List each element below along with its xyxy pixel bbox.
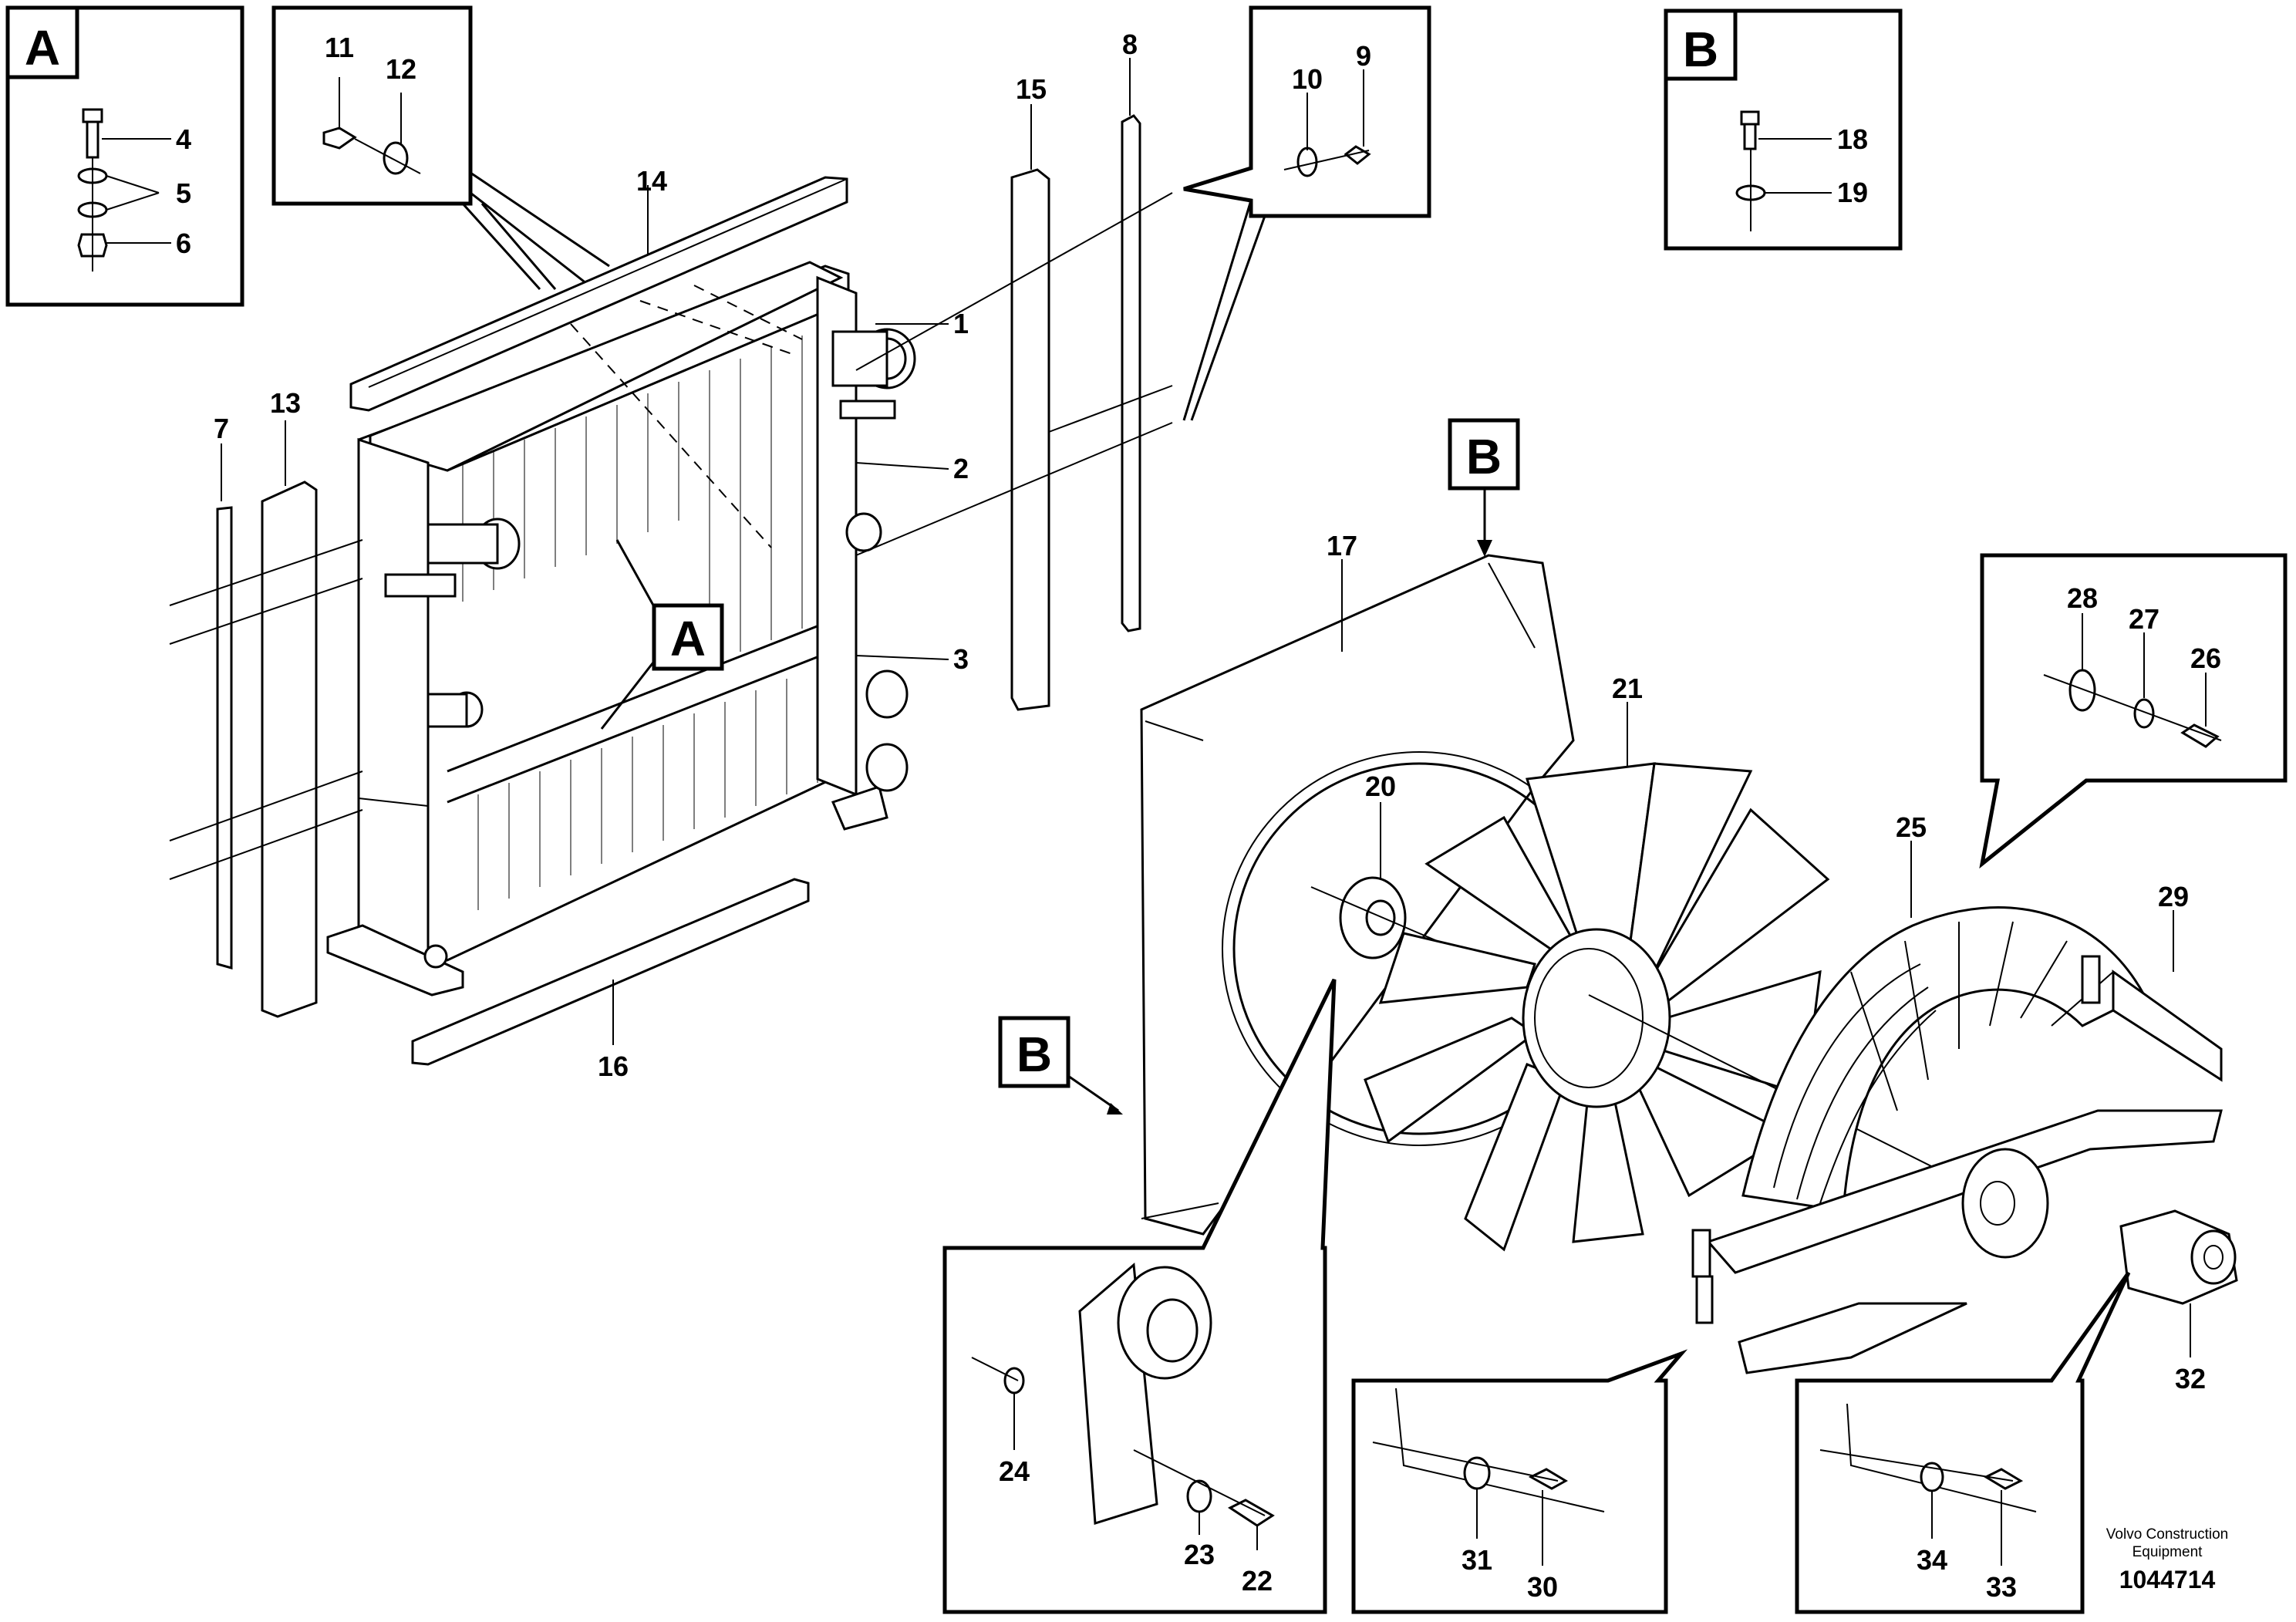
part-label-14: 14 [636, 165, 667, 197]
top-rail [349, 176, 848, 412]
fan-guard: 25 [1741, 811, 2146, 1212]
part-label-32: 32 [2175, 1363, 2206, 1394]
part-label-4: 4 [176, 123, 191, 155]
bolt-icon [1740, 110, 1760, 150]
part-label-34: 34 [1917, 1544, 1947, 1576]
detail-box-hub-bolts: 24 23 22 [942, 978, 1337, 1614]
bottom-rail [411, 878, 810, 1066]
detail-box-frame-bolts: 31 30 [1351, 1349, 1688, 1614]
bolt-icon [82, 108, 103, 159]
callout-b-left-letter: B [1017, 1027, 1052, 1082]
part-label-27: 27 [2129, 603, 2159, 635]
detail-box-motor-bolts: 34 33 [1795, 1271, 2131, 1614]
part-label-6: 6 [176, 228, 191, 259]
illustration-number: 1044714 [2119, 1566, 2216, 1593]
part-label-13: 13 [270, 387, 301, 419]
detail-box-a: A 4 5 6 [5, 5, 244, 307]
part-label-5: 5 [176, 177, 191, 209]
part-label-19: 19 [1837, 177, 1868, 208]
detail-box-bolt-washer-right: 10 9 [1182, 5, 1431, 421]
side-seal-left [216, 506, 233, 969]
part-label-12: 12 [386, 53, 416, 85]
washer-icon [2133, 698, 2155, 729]
fins-lower [477, 667, 818, 910]
motor-mount-plate [1961, 1148, 2049, 1259]
part-label-11: 11 [325, 32, 354, 63]
part-label-26: 26 [2190, 642, 2221, 674]
bolt-icon [322, 126, 357, 150]
part-label-2: 2 [953, 453, 969, 484]
side-seal-right [1121, 114, 1141, 632]
hydraulic-motor: 32 [2119, 1209, 2238, 1394]
detail-box-a-letter: A [25, 20, 60, 76]
fan-hub-ring [1522, 928, 1671, 1108]
part-label-21: 21 [1612, 673, 1643, 704]
washer-icon [1003, 1367, 1025, 1394]
side-strip-right [1010, 168, 1050, 711]
detail-box-bolt-washer: 11 12 [271, 5, 610, 291]
mounting-frame: 29 [1691, 881, 2223, 1374]
part-label-16: 16 [598, 1050, 629, 1082]
part-label-20: 20 [1365, 771, 1396, 802]
bolt-icon [2180, 723, 2220, 748]
part-label-31: 31 [1462, 1544, 1492, 1576]
washer-icon [383, 141, 409, 175]
side-strip-left [261, 481, 318, 1018]
part-label-30: 30 [1527, 1571, 1558, 1603]
bolt-icon [1344, 145, 1371, 165]
detail-box-b: B 18 19 [1664, 8, 1903, 251]
part-label-29: 29 [2158, 881, 2189, 912]
part-label-28: 28 [2067, 582, 2098, 614]
callout-b-top [1448, 418, 1520, 491]
part-label-33: 33 [1986, 1571, 2017, 1603]
detail-box-b-letter: B [1683, 22, 1718, 77]
part-label-22: 22 [1242, 1565, 1273, 1597]
part-label-10: 10 [1292, 63, 1323, 95]
part-label-17: 17 [1327, 530, 1357, 561]
callout-a-letter: A [670, 611, 706, 666]
washer-icon [1186, 1479, 1212, 1513]
part-label-15: 15 [1016, 73, 1047, 105]
part-label-23: 23 [1184, 1539, 1215, 1570]
fan-blade-assembly: 21 [1364, 673, 1975, 1252]
part-label-24: 24 [999, 1455, 1030, 1487]
part-label-1: 1 [953, 308, 969, 339]
washer-icon [2068, 669, 2096, 712]
callout-b-left [998, 1016, 1070, 1088]
callout-a [652, 603, 724, 671]
callout-b-top-letter: B [1466, 429, 1502, 484]
radiator-assembly: 14 [169, 29, 1173, 1082]
part-label-3: 3 [953, 643, 969, 675]
part-label-25: 25 [1896, 811, 1927, 843]
part-label-18: 18 [1837, 123, 1868, 155]
company-caption: Volvo Construction Equipment [2106, 1526, 2229, 1560]
washer-icon [1296, 147, 1318, 177]
detail-box-guard-bolts: 28 27 26 [1979, 553, 2288, 869]
part-label-7: 7 [214, 413, 229, 444]
part-label-9: 9 [1356, 40, 1371, 72]
part-label-8: 8 [1122, 29, 1138, 60]
